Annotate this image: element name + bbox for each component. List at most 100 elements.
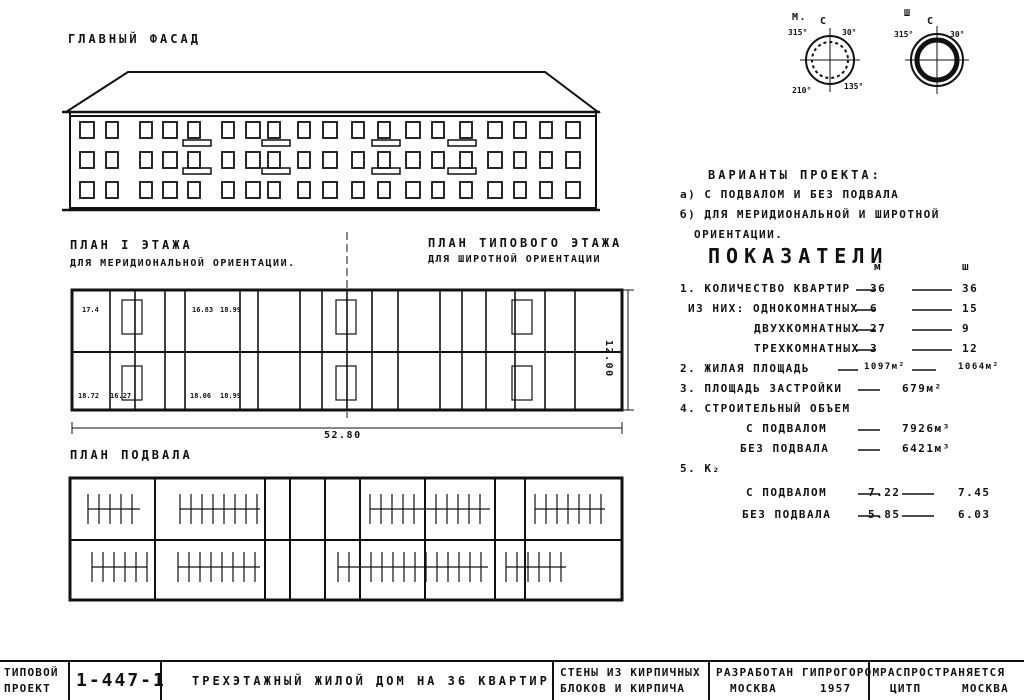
stamp-number: 1-447-1 — [76, 670, 166, 691]
indicator-m-2: 27 — [870, 322, 887, 335]
stamp-walls-1: СТЕНЫ ИЗ КИРПИЧНЫХ — [560, 666, 701, 679]
indicator-label-7: С ПОДВАЛОМ — [746, 422, 828, 435]
indicator-label-6: 4. СТРОИТЕЛЬНЫЙ ОБЪЕМ — [680, 402, 851, 415]
facade-window — [322, 181, 338, 199]
facade-window — [105, 121, 119, 139]
facade-window — [267, 121, 281, 139]
facade-window — [513, 181, 527, 199]
stamp-walls-2: БЛОКОВ И КИРПИЧА — [560, 682, 686, 695]
indicator-m-8: 6421м³ — [902, 442, 951, 455]
facade-window — [565, 121, 581, 139]
plan-stair — [121, 299, 143, 335]
compass-sh-label: Ш — [904, 8, 912, 19]
facade-window — [322, 151, 338, 169]
facade-balcony — [447, 139, 477, 147]
stamp-type-1: ТИПОВОЙ — [4, 666, 59, 679]
indicator-m-1: 6 — [870, 302, 879, 315]
facade-window — [431, 181, 445, 199]
stamp-distributor-city: МОСКВА — [962, 682, 1009, 695]
stamp-developer: РАЗРАБОТАН ГИПРОГОРОМ — [716, 666, 881, 679]
facade-title: ГЛАВНЫЙ ФАСАД — [68, 32, 201, 46]
room-area-7: 18.99 — [220, 392, 242, 400]
stamp-distributor: ЦИТП — [890, 682, 922, 695]
stamp-number-cell: 1-447-1 — [70, 662, 164, 700]
plan1-subtitle: ДЛЯ МЕРИДИОНАЛЬНОЙ ОРИЕНТАЦИИ. — [70, 258, 296, 269]
facade-window — [539, 151, 553, 169]
room-area-3: 18.99 — [220, 306, 242, 314]
indicator-m-10: 7.22 — [868, 486, 901, 499]
compass-m-315: 315° — [788, 28, 808, 37]
plan-width-dimension: 52.80 — [324, 430, 362, 441]
room-area-2: 16.83 — [192, 306, 214, 314]
facade-window — [405, 121, 421, 139]
facade-window — [187, 151, 201, 169]
stamp-type-2: ПРОЕКТ — [4, 682, 51, 695]
main-facade-drawing — [62, 71, 601, 212]
compass-m-135: 135° — [844, 82, 864, 91]
compass-m-north: С — [820, 16, 828, 27]
indicator-m-11: 5.85 — [868, 508, 901, 521]
basement-plan-drawing — [68, 476, 624, 602]
indicator-m-0: 36 — [870, 282, 887, 295]
compass-sh-north: С — [927, 16, 935, 27]
facade-window — [459, 121, 473, 139]
facade-window — [431, 151, 445, 169]
facade-window — [245, 121, 261, 139]
compass-m-30: 30° — [842, 28, 857, 37]
indicator-sh-1: 15 — [962, 302, 979, 315]
facade-window — [245, 181, 261, 199]
indicator-label-8: БЕЗ ПОДВАЛА — [740, 442, 830, 455]
indicator-label-3: ТРЕХКОМНАТНЫХ — [754, 342, 860, 355]
facade-window — [221, 121, 235, 139]
facade-window — [431, 121, 445, 139]
variant-b: б) ДЛЯ МЕРИДИОНАЛЬНОЙ И ШИРОТНОЙ — [680, 208, 940, 221]
facade-window — [221, 181, 235, 199]
compass-latitudinal — [905, 26, 969, 94]
facade-balcony — [371, 167, 401, 175]
facade-balcony — [371, 139, 401, 147]
indicator-label-0: 1. КОЛИЧЕСТВО КВАРТИР — [680, 282, 851, 295]
plan-stair — [335, 299, 357, 335]
facade-window — [267, 151, 281, 169]
facade-window — [565, 181, 581, 199]
plan-stair — [511, 365, 533, 401]
indicator-sh-3: 12 — [962, 342, 979, 355]
indicator-label-5: 3. ПЛОЩАДЬ ЗАСТРОЙКИ — [680, 382, 843, 395]
facade-window — [513, 121, 527, 139]
indicator-sh-2: 9 — [962, 322, 971, 335]
indicator-dashes — [838, 289, 952, 517]
facade-window — [487, 121, 503, 139]
facade-window — [539, 181, 553, 199]
facade-window — [79, 121, 95, 139]
facade-balcony — [182, 139, 212, 147]
facade-window — [162, 181, 178, 199]
variants-title: ВАРИАНТЫ ПРОЕКТА: — [708, 168, 882, 182]
plan2-subtitle: ДЛЯ ШИРОТНОЙ ОРИЕНТАЦИИ — [428, 254, 601, 265]
compass-m-210: 210° — [792, 86, 812, 95]
stamp-type-cell: ТИПОВОЙ ПРОЕКТ — [0, 662, 70, 700]
plan2-title: ПЛАН ТИПОВОГО ЭТАЖА — [428, 236, 623, 250]
facade-window — [297, 121, 311, 139]
indicator-sh-10: 7.45 — [958, 486, 991, 499]
plan1-title: ПЛАН I ЭТАЖА — [70, 238, 193, 252]
facade-window — [377, 151, 391, 169]
facade-window — [297, 151, 311, 169]
basement-title: ПЛАН ПОДВАЛА — [70, 448, 193, 462]
facade-window — [565, 151, 581, 169]
facade-window — [487, 181, 503, 199]
facade-window — [139, 151, 153, 169]
plan-stair — [335, 365, 357, 401]
plan-stair — [511, 299, 533, 335]
facade-window — [245, 151, 261, 169]
compass-sh-30: 30° — [950, 30, 965, 39]
indicator-m-5: 679м² — [902, 382, 943, 395]
facade-window — [105, 181, 119, 199]
facade-balcony — [261, 139, 291, 147]
indicator-m-4: 1097м² — [864, 362, 906, 372]
floor-plan-drawing — [70, 232, 634, 434]
facade-window — [459, 181, 473, 199]
stamp-name-cell: ТРЕХЭТАЖНЫЙ ЖИЛОЙ ДОМ НА 36 КВАРТИР — [162, 662, 554, 700]
indicator-sh-11: 6.03 — [958, 508, 991, 521]
drawing-canvas — [62, 26, 969, 602]
